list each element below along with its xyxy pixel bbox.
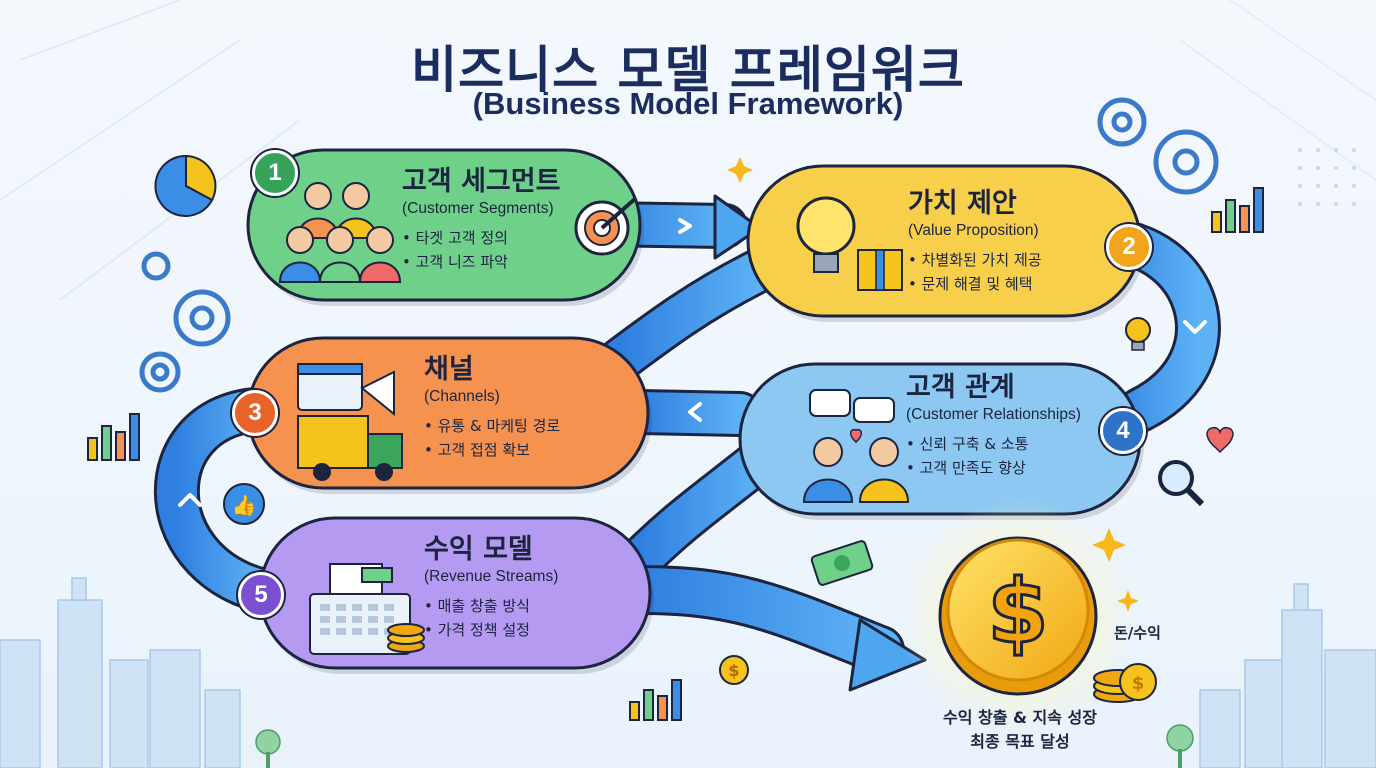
svg-text:$: $ bbox=[728, 661, 739, 680]
step-bullet: 타겟 고객 정의 bbox=[402, 226, 560, 250]
money-label: 돈/수익 bbox=[1114, 622, 1161, 643]
step-title: 가치 제안 bbox=[908, 188, 1042, 220]
step-subtitle: (Value Proposition) bbox=[908, 220, 1042, 242]
step-bullets: 신뢰 구축 & 소통고객 만족도 향상 bbox=[906, 432, 1081, 480]
heart-icon bbox=[1207, 428, 1233, 452]
step-bullets: 매출 창출 방식가격 정책 설정 bbox=[424, 594, 558, 642]
step-bullet: 고객 니즈 파악 bbox=[402, 250, 560, 274]
step-card-text: 가치 제안(Value Proposition) 차별화된 가치 제공문제 해결 … bbox=[908, 188, 1042, 296]
dot-grid-decor bbox=[1298, 148, 1356, 206]
lightbulb-small-icon bbox=[1126, 318, 1150, 350]
step-number-badge: 4 bbox=[1100, 408, 1146, 454]
step-number-badge: 5 bbox=[238, 572, 284, 618]
step-number-badge: 2 bbox=[1106, 224, 1152, 270]
step-title: 채널 bbox=[424, 354, 560, 386]
city-skyline-left bbox=[0, 578, 240, 768]
title-english: (Business Model Framework) bbox=[0, 86, 1376, 122]
city-skyline-right bbox=[1200, 584, 1376, 768]
step-card-text: 고객 세그먼트(Customer Segments) 타겟 고객 정의고객 니즈 … bbox=[402, 166, 560, 274]
svg-text:$: $ bbox=[1132, 673, 1145, 694]
step-title: 고객 세그먼트 bbox=[402, 166, 560, 198]
step-bullet: 신뢰 구축 & 소통 bbox=[906, 432, 1081, 456]
step-subtitle: (Channels) bbox=[424, 386, 560, 408]
step-bullet: 매출 창출 방식 bbox=[424, 594, 558, 618]
step-bullet: 가격 정책 설정 bbox=[424, 618, 558, 642]
banknote-icon bbox=[811, 540, 874, 586]
step-bullet: 고객 만족도 향상 bbox=[906, 456, 1081, 480]
step-bullet: 차별화된 가치 제공 bbox=[908, 248, 1042, 272]
dollar-badge-icon: $ bbox=[720, 656, 748, 684]
dollar-sign-icon: $ bbox=[987, 560, 1048, 663]
svg-text:👍: 👍 bbox=[232, 493, 257, 517]
step-title: 수익 모델 bbox=[424, 534, 558, 566]
step-subtitle: (Revenue Streams) bbox=[424, 566, 558, 588]
step-subtitle: (Customer Segments) bbox=[402, 198, 560, 220]
like-bubble-icon: 👍 bbox=[224, 484, 264, 524]
step-card-text: 채널(Channels) 유통 & 마케팅 경로고객 접점 확보 bbox=[424, 354, 560, 462]
step-bullet: 유통 & 마케팅 경로 bbox=[424, 414, 560, 438]
goal-line-2: 최종 목표 달성 bbox=[930, 730, 1110, 754]
step-bullets: 유통 & 마케팅 경로고객 접점 확보 bbox=[424, 414, 560, 462]
step-bullets: 타겟 고객 정의고객 니즈 파악 bbox=[402, 226, 560, 274]
step-card-text: 고객 관계(Customer Relationships) 신뢰 구축 & 소통고… bbox=[906, 372, 1081, 480]
magnifier-icon bbox=[1160, 462, 1202, 504]
step-number-badge: 3 bbox=[232, 390, 278, 436]
step-bullet: 고객 접점 확보 bbox=[424, 438, 560, 462]
step-subtitle: (Customer Relationships) bbox=[906, 404, 1081, 426]
step-title: 고객 관계 bbox=[906, 372, 1081, 404]
step-bullet: 문제 해결 및 혜택 bbox=[908, 272, 1042, 296]
step-card-text: 수익 모델(Revenue Streams) 매출 창출 방식가격 정책 설정 bbox=[424, 534, 558, 642]
pie-chart-icon bbox=[155, 156, 215, 216]
goal-line-1: 수익 창출 & 지속 성장 bbox=[930, 706, 1110, 730]
step-bullets: 차별화된 가치 제공문제 해결 및 혜택 bbox=[908, 248, 1042, 296]
step-number-badge: 1 bbox=[252, 150, 298, 196]
goal-caption: 수익 창출 & 지속 성장 최종 목표 달성 bbox=[930, 706, 1110, 754]
